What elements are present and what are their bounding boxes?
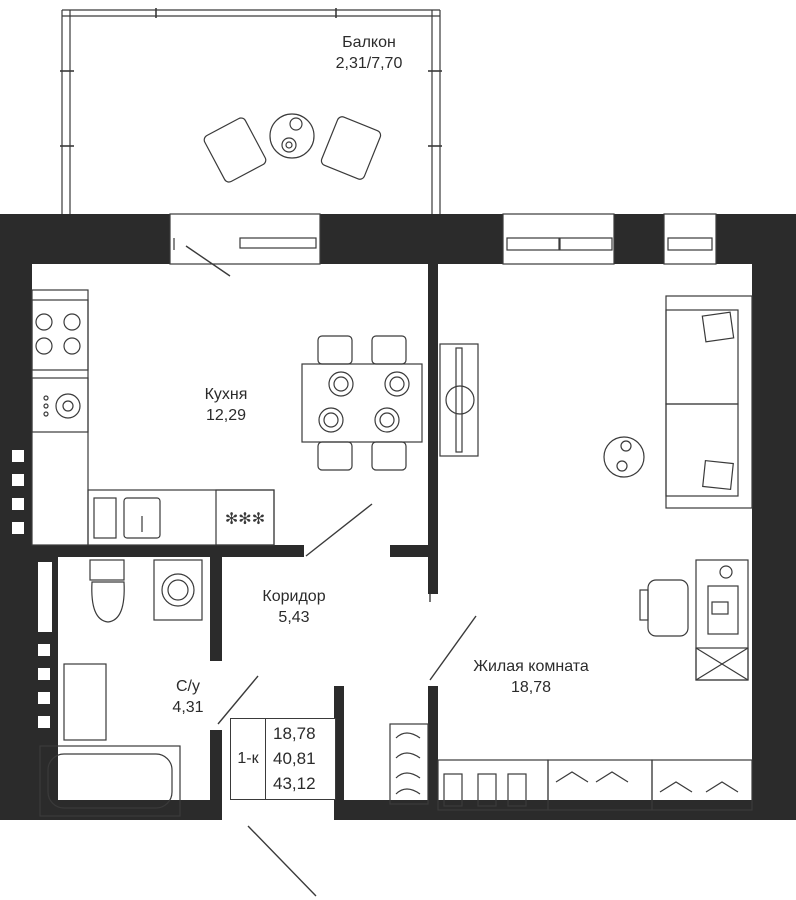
- dining-table: [301, 335, 423, 471]
- area-values: 18,78 40,81 43,12: [273, 721, 316, 796]
- top-windows: [169, 213, 717, 265]
- bathroom-label: С/у 4,31: [166, 676, 210, 718]
- corridor-label: Коридор 5,43: [256, 586, 332, 628]
- bathroom-fixtures: [39, 559, 203, 817]
- left-windows: [12, 450, 52, 728]
- apartment-type: 1-к: [231, 719, 266, 799]
- sofa: [603, 295, 753, 509]
- kitchen-name: Кухня: [204, 386, 248, 403]
- corridor-area: 5,43: [278, 609, 310, 626]
- tv-stand: [439, 343, 479, 457]
- wardrobe: [389, 723, 753, 811]
- balcony-door: [185, 245, 231, 277]
- bathroom-name: С/у: [176, 678, 200, 695]
- total-area-value: 40,81: [273, 749, 316, 768]
- total-with-balcony-value: 43,12: [273, 774, 316, 793]
- balcony-area: 2,31/7,70: [335, 55, 403, 72]
- balcony-railing: [60, 8, 442, 214]
- living-name: Жилая комната: [473, 658, 589, 675]
- kitchen-area: 12,29: [205, 407, 247, 424]
- desk: [639, 559, 749, 681]
- balcony-label: Балкон 2,31/7,70: [328, 32, 410, 74]
- svg-text:✻✻✻: ✻✻✻: [225, 511, 265, 528]
- balcony-name: Балкон: [342, 34, 396, 51]
- area-summary-box: 1-к 18,78 40,81 43,12: [230, 718, 336, 800]
- balcony-furniture: [203, 113, 382, 183]
- living-label: Жилая комната 18,78: [466, 656, 596, 698]
- kitchen-counter: ✻✻✻: [31, 289, 275, 546]
- kitchen-label: Кухня 12,29: [194, 384, 258, 426]
- walls: [0, 214, 796, 820]
- doors: [217, 503, 477, 897]
- living-area: 18,78: [510, 679, 552, 696]
- bathroom-area: 4,31: [172, 699, 204, 716]
- corridor-name: Коридор: [262, 588, 326, 605]
- living-area-value: 18,78: [273, 724, 316, 743]
